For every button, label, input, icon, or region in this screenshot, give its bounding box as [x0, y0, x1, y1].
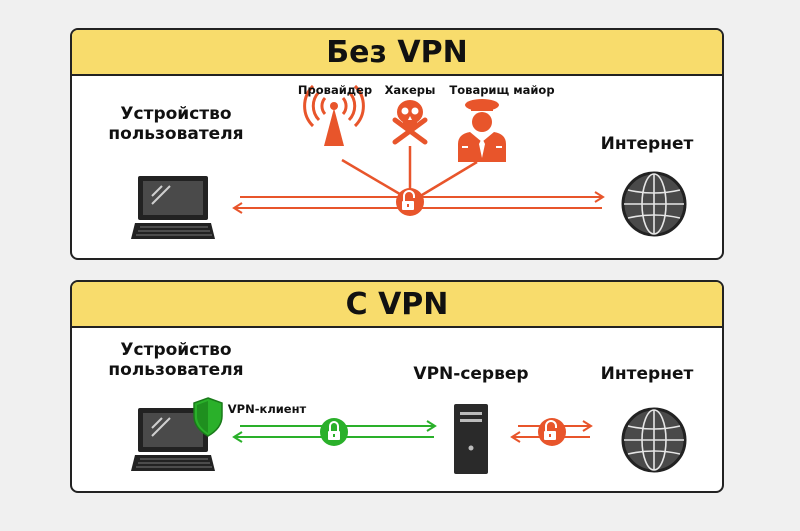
threat-label-officer: Товарищ майор: [449, 83, 555, 97]
officer-icon: [458, 99, 506, 162]
laptop-icon: [131, 176, 215, 239]
panel-without-vpn: Без VPN: [70, 28, 724, 260]
diagram-with-vpn: [131, 397, 687, 474]
threat-label-hackers: Хакеры: [384, 83, 436, 97]
internet-label-without-vpn: Интернет: [600, 134, 694, 154]
device-label-with-vpn: Устройство пользователя: [106, 340, 246, 381]
threat-label-provider: Провайдер: [297, 83, 373, 97]
internet-label-with-vpn: Интернет: [600, 364, 694, 384]
device-label-line1: Устройство: [120, 340, 232, 360]
device-label-line1: Устройство: [120, 104, 232, 124]
antenna-icon: [303, 84, 365, 146]
server-icon: [454, 404, 488, 474]
vpn-client-label: VPN-клиент: [227, 402, 307, 416]
device-label-line2: пользователя: [108, 360, 244, 381]
vpn-server-label: VPN-сервер: [413, 364, 529, 384]
unlocked-padlock-icon: [396, 188, 424, 216]
skull-icon: [392, 100, 428, 145]
laptop-icon: [131, 408, 215, 471]
threat-lines: [341, 146, 478, 202]
panel-with-vpn: С VPN: [70, 280, 724, 493]
locked-padlock-icon: [320, 418, 348, 446]
panel-title-without-vpn: Без VPN: [72, 30, 722, 76]
globe-icon: [621, 171, 687, 237]
globe-icon: [621, 407, 687, 473]
device-label-without-vpn: Устройство пользователя: [106, 104, 246, 145]
panel-title-with-vpn: С VPN: [72, 282, 722, 328]
device-label-line2: пользователя: [108, 124, 244, 145]
unlocked-padlock-icon: [538, 418, 566, 446]
diagram-without-vpn: [131, 84, 687, 239]
shield-icon: [193, 397, 223, 437]
